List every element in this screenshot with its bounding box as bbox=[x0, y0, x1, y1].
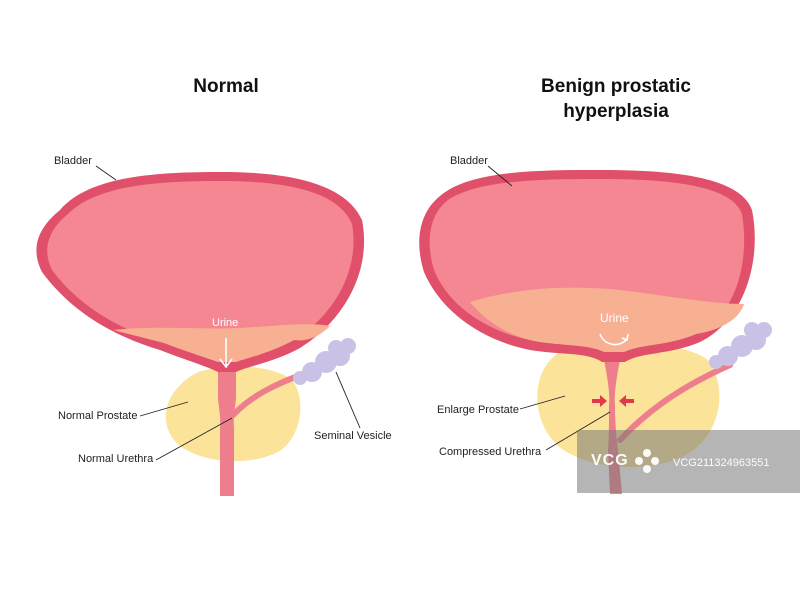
bph-title-line-1: Benign prostatic bbox=[541, 76, 691, 97]
bph-urine-label: Urine bbox=[600, 311, 629, 325]
seminal-vesicle-label: Seminal Vesicle bbox=[314, 430, 392, 442]
normal-urine-label: Urine bbox=[212, 317, 239, 329]
urine-retention-arrow-icon bbox=[599, 333, 629, 346]
normal-urethra-label: Normal Urethra bbox=[78, 453, 154, 465]
watermark-logo: VCG bbox=[591, 452, 629, 469]
urine-flow-arrow-icon bbox=[219, 338, 233, 369]
normal-prostate-label: Normal Prostate bbox=[58, 410, 138, 422]
bph-bladder-label: Bladder bbox=[450, 155, 488, 167]
bph-seminal-vesicle bbox=[709, 322, 772, 369]
normal-urine-fill bbox=[113, 324, 330, 362]
normal-leader-lines bbox=[95, 165, 361, 461]
bph-ejaculatory-duct bbox=[617, 362, 733, 443]
compressed-urethra-label: Compressed Urethra bbox=[439, 446, 542, 458]
bph-title-line-2: hyperplasia bbox=[563, 101, 669, 122]
normal-bladder-label: Bladder bbox=[54, 155, 92, 167]
normal-title: Normal bbox=[193, 76, 259, 97]
watermark-flower-icon bbox=[635, 449, 659, 473]
enlarged-prostate-label: Enlarge Prostate bbox=[437, 404, 519, 416]
bph-urine-fill bbox=[470, 287, 744, 352]
normal-seminal-vesicle bbox=[293, 338, 356, 385]
compression-arrows-icon bbox=[592, 395, 634, 407]
watermark-id: VCG211324963551 bbox=[673, 457, 770, 469]
normal-bladder-interior bbox=[47, 181, 354, 362]
normal-urethra-shape bbox=[218, 368, 236, 496]
watermark-overlay bbox=[577, 430, 800, 493]
normal-anatomy bbox=[36, 165, 365, 496]
